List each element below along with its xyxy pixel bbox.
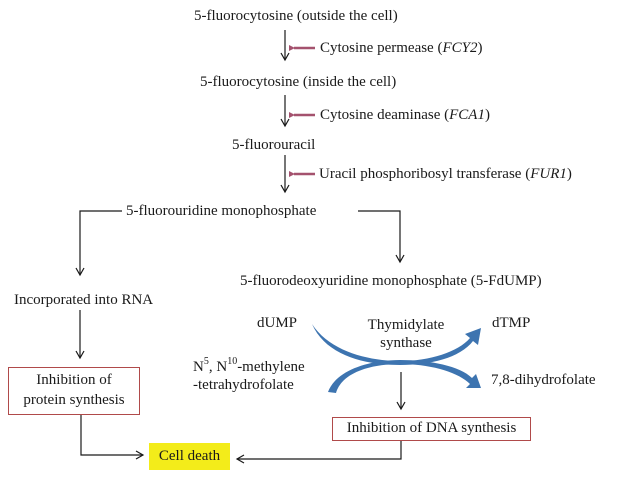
cell-death-highlight: Cell death [149,443,230,470]
arrow-protein-to-death [80,413,145,460]
enzyme-label-deaminase: Cytosine deaminase (FCA1) [320,107,490,123]
gene-name: FCY2 [442,40,478,56]
protein-line2: protein synthesis [23,392,125,408]
product-dihydrofolate: 7,8-dihydrofolate [491,372,596,388]
substrate-dump: dUMP [257,315,298,331]
product-dtmp: dTMP [492,315,531,331]
step-fu: 5-fluorouracil [232,137,316,153]
branch-right-connector [358,210,405,264]
step-fdump: 5-fluorodeoxyuridine monophosphate (5-Fd… [240,273,542,289]
cofactor-line2: -tetrahydrofolate [193,377,294,393]
curved-arrow-cofactor-to-dhf [328,360,481,393]
box-dna-inhibition: Inhibition of DNA synthesis [332,417,531,441]
cofactor-sup-5: 5 [203,356,209,367]
cofactor-mid: , N [208,359,228,375]
step-fump: 5-fluorouridine monophosphate [126,203,317,219]
cofactor-n: N [193,359,204,375]
branch-left-connector [75,210,122,277]
enzyme-label-uprt: Uracil phosphoribosyl transferase (FUR1) [319,166,572,182]
gene-name: FCA1 [449,107,485,123]
cofactor-line1: N5, N10-methylene [193,356,305,376]
cofactor-sup-10: 10 [227,356,238,367]
gene-name: FUR1 [530,166,567,182]
enzyme-line1: Thymidylate [367,317,445,333]
protein-line1: Inhibition of [36,372,112,388]
enzyme-line2: synthase [380,335,432,351]
enzyme-thymidylate-synthase: Thymidylate synthase [358,316,454,352]
step-fc-outside: 5-fluorocytosine (outside the cell) [194,8,398,24]
curved-arrow-dump-to-dtmp [312,324,481,365]
arrow-dna-to-death [235,441,402,464]
box-protein-inhibition: Inhibition of protein synthesis [8,367,140,415]
cofactor-rest: -methylene [237,359,305,375]
enzyme-name: Cytosine permease [320,40,434,56]
enzyme-name: Cytosine deaminase [320,107,441,123]
step-fc-inside: 5-fluorocytosine (inside the cell) [200,74,397,90]
step-rna: Incorporated into RNA [14,292,154,308]
enzyme-label-permease: Cytosine permease (FCY2) [320,40,483,56]
cofactor-methylene-thf: N5, N10-methylene -tetrahydrofolate [193,356,305,394]
enzyme-name: Uracil phosphoribosyl transferase [319,166,522,182]
